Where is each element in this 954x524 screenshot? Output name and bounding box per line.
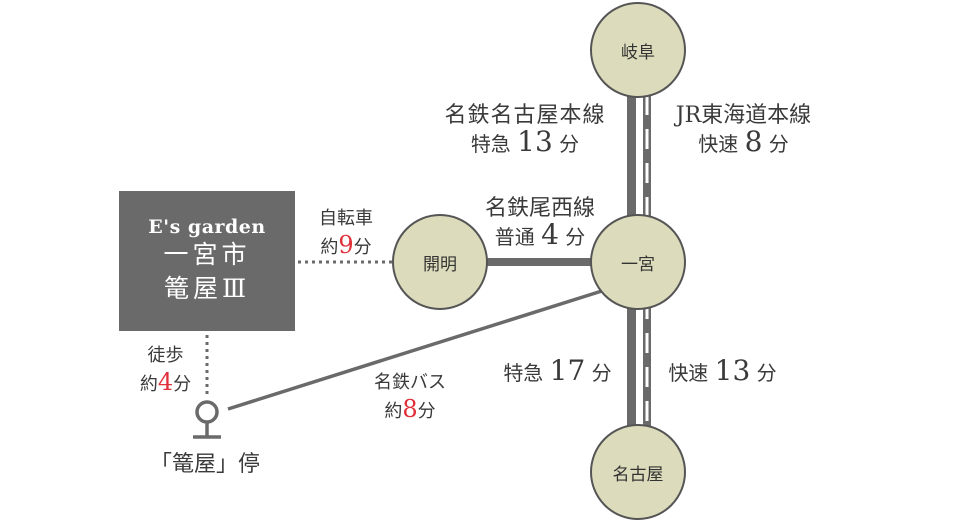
- station-circle-ichinomiya: [590, 214, 686, 310]
- mode: 名鉄バス: [374, 372, 446, 393]
- property-box: E's garden 一宮市 篭屋Ⅲ: [119, 191, 295, 331]
- prefix: 約: [139, 374, 158, 395]
- property-brand: E's garden: [148, 216, 266, 238]
- unit: 分: [756, 361, 777, 385]
- jr-nagoya-time: 快速 13 分: [655, 357, 790, 386]
- route-time: 特急 13 分: [425, 128, 625, 157]
- property-city: 一宮市: [163, 240, 251, 269]
- mode: 徒歩: [147, 345, 184, 366]
- route-time: 普通 4 分: [460, 221, 620, 250]
- minutes: 13: [714, 354, 751, 387]
- unit: 分: [591, 361, 612, 385]
- station-circle-gifu: [590, 2, 686, 98]
- prefix: 約: [384, 401, 403, 422]
- route-time: 快速 8 分: [656, 128, 831, 157]
- minutes: 17: [549, 354, 586, 387]
- mode: 自転車: [319, 208, 373, 229]
- unit: 分: [353, 237, 372, 258]
- station-circle-kaimei: [392, 214, 488, 310]
- unit: 分: [417, 401, 436, 422]
- station-ichinomiya: 一宮: [621, 254, 655, 275]
- bus-stop-icon: [193, 400, 221, 439]
- unit: 分: [565, 225, 586, 249]
- minutes: 8: [402, 395, 418, 423]
- line-name: JR東海道本線: [675, 103, 812, 128]
- station-gifu: 岐阜: [621, 42, 655, 63]
- minutes: 8: [744, 125, 763, 158]
- minutes: 4: [541, 218, 559, 251]
- line-name: 名鉄名古屋本線: [444, 103, 606, 128]
- walk-label: 徒歩 約4分: [128, 343, 203, 398]
- meitetsu-bisai-label: 名鉄尾西線 普通 4 分: [460, 196, 620, 250]
- bus-stop-label: 「篭屋」停: [149, 452, 260, 477]
- service: 快速: [698, 132, 739, 156]
- bus-label: 名鉄バス 約8分: [360, 370, 460, 425]
- station-kaimei: 開明: [423, 254, 457, 275]
- service: 特急: [470, 132, 511, 156]
- service: 特急: [503, 361, 544, 385]
- line-name: 名鉄尾西線: [484, 196, 595, 221]
- unit: 分: [559, 132, 580, 156]
- property-name: 篭屋Ⅲ: [163, 274, 251, 303]
- meitetsu-nagoya-time: 特急 17 分: [490, 357, 625, 386]
- meitetsu-bisai-line: [470, 258, 610, 266]
- station-nagoya: 名古屋: [612, 464, 664, 485]
- unit: 分: [768, 132, 789, 156]
- bus-route: [227, 288, 606, 411]
- station-circle-nagoya: [590, 424, 686, 520]
- service: 快速: [668, 361, 709, 385]
- minutes: 4: [157, 368, 174, 396]
- unit: 分: [173, 374, 192, 395]
- minutes: 9: [338, 231, 354, 259]
- service: 普通: [494, 225, 535, 249]
- meitetsu-main-label: 名鉄名古屋本線 特急 13 分: [425, 103, 625, 157]
- jr-tokaido-label: JR東海道本線 快速 8 分: [656, 103, 831, 157]
- bicycle-label: 自転車 約9分: [300, 206, 392, 261]
- prefix: 約: [320, 237, 339, 258]
- minutes: 13: [517, 125, 553, 158]
